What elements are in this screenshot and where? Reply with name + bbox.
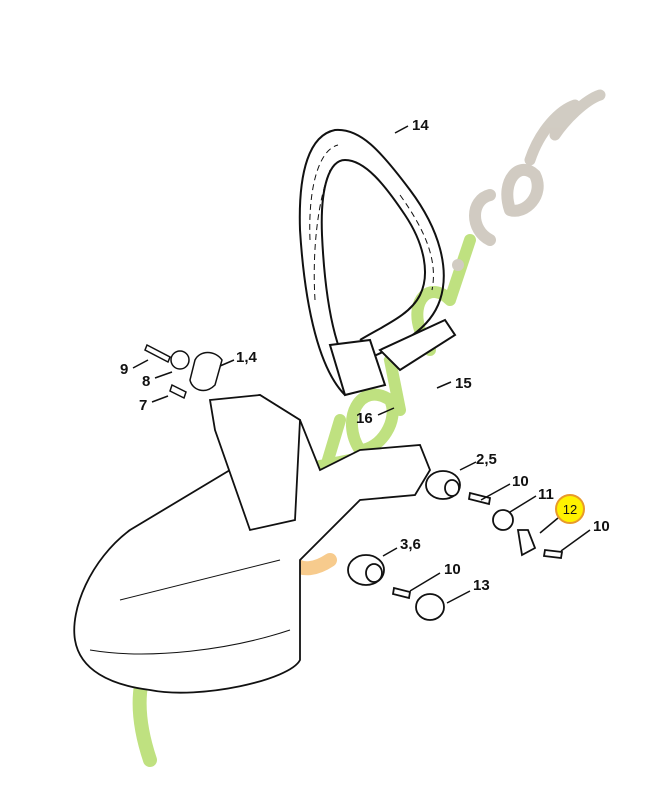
callout-3-6: 3,6 <box>400 536 421 553</box>
callout-11: 11 <box>538 486 554 503</box>
callout-15: 15 <box>455 375 472 392</box>
callout-16: 16 <box>356 410 373 427</box>
callout-13: 13 <box>473 577 490 594</box>
callout-1-4: 1,4 <box>236 349 257 366</box>
leader-lines <box>132 125 591 604</box>
cover-parts <box>144 343 223 400</box>
buffer-parts <box>347 470 564 621</box>
callout-7: 7 <box>139 397 148 414</box>
callout-8: 8 <box>142 373 151 390</box>
callout-10-a: 10 <box>512 473 529 490</box>
handlebar-part <box>298 128 457 397</box>
callout-9: 9 <box>120 361 129 378</box>
callout-12-highlighted: 12 <box>555 494 585 524</box>
callout-10-b: 10 <box>593 518 610 535</box>
callout-14: 14 <box>412 117 429 134</box>
callout-10-c: 10 <box>444 561 461 578</box>
callout-2-5: 2,5 <box>476 451 497 468</box>
housing-part <box>73 394 432 694</box>
